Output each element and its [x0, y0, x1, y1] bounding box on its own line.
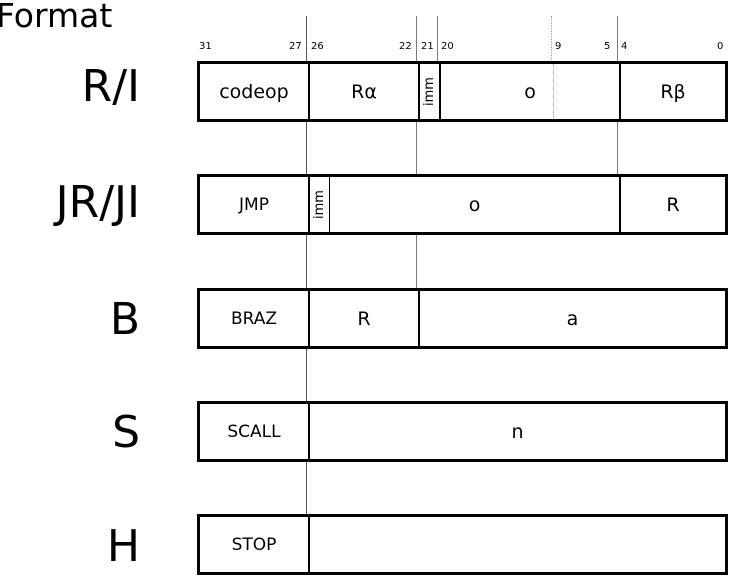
format-label-h: H — [106, 521, 140, 572]
bit-number-4: 4 — [621, 41, 628, 52]
field-offset-o: o — [439, 64, 619, 119]
bit-number-0: 0 — [717, 41, 724, 52]
guide-line-bit-21 — [437, 16, 438, 64]
field-braz: BRAZ — [230, 308, 278, 329]
field-scall: SCALL — [227, 421, 281, 442]
bit-number-20: 20 — [441, 41, 454, 52]
field-codeop: codeop — [219, 80, 289, 103]
diagram-title: Format — [0, 0, 113, 35]
field-address-a: a — [418, 291, 725, 346]
field-empty — [308, 517, 725, 572]
field-imm-label: imm — [422, 77, 438, 106]
format-label-s: S — [112, 407, 140, 458]
field-imm-label: imm — [312, 190, 328, 219]
format-row-jr-ji: JMP imm o R — [197, 174, 728, 235]
guide-line-bit-9 — [551, 16, 552, 64]
format-row-ri: codeop Rα imm o Rβ — [197, 61, 728, 122]
bit-number-5: 5 — [604, 41, 611, 52]
field-stop: STOP — [231, 534, 277, 555]
field-imm-flag: imm — [308, 177, 329, 232]
format-label-jr-ji: JR/JI — [55, 177, 140, 228]
format-row-s: SCALL n — [197, 401, 728, 462]
format-row-h: STOP — [197, 514, 728, 575]
field-offset-o: o — [329, 177, 619, 232]
field-imm-flag: imm — [418, 64, 439, 119]
bit-number-27: 27 — [289, 41, 302, 52]
field-divider-bit-9 — [553, 64, 554, 119]
format-label-b: B — [109, 294, 140, 345]
bit-number-9: 9 — [555, 41, 562, 52]
format-row-b: BRAZ R a — [197, 288, 728, 349]
bit-number-31: 31 — [199, 41, 212, 52]
bit-number-21: 21 — [421, 41, 434, 52]
field-jmp: JMP — [239, 194, 269, 215]
field-ralpha: Rα — [308, 64, 418, 119]
field-r: R — [308, 291, 418, 346]
bit-number-22: 22 — [399, 41, 412, 52]
format-label-ri: R/I — [81, 61, 140, 112]
field-r: R — [619, 177, 725, 232]
field-rbeta: Rβ — [619, 64, 725, 119]
bit-number-26: 26 — [311, 41, 324, 52]
field-n: n — [308, 404, 725, 459]
